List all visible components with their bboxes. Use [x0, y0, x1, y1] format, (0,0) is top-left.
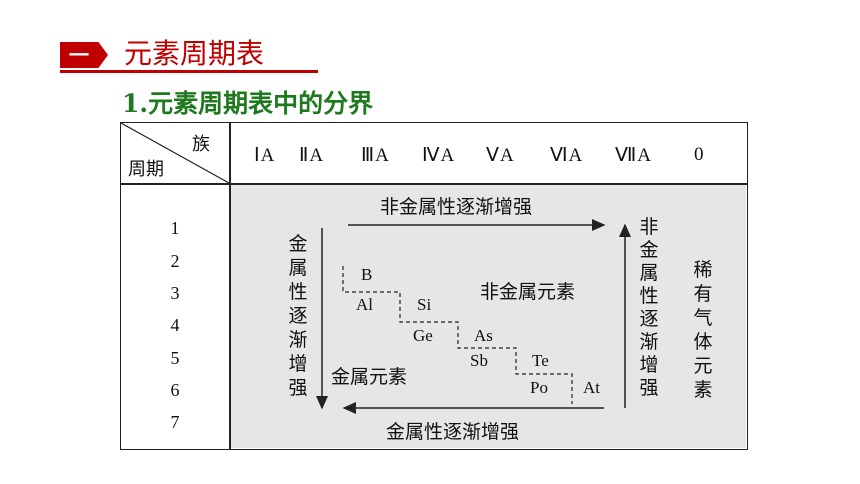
section-badge-text: 一: [69, 43, 89, 67]
corner-period-label: 周期: [128, 159, 164, 180]
group-header-7: ⅦA: [615, 145, 652, 166]
top-arrow-label: 非金属性逐渐增强: [380, 196, 533, 218]
bottom-arrow-label: 金属性逐渐增强: [386, 421, 520, 443]
title-underline: [60, 70, 318, 73]
group-header-5: ⅤA: [486, 145, 515, 166]
element-as: As: [474, 326, 493, 345]
section-badge: 一: [60, 42, 108, 68]
period-4: 4: [170, 315, 180, 335]
right-vertical-label: 非金属性逐渐增强: [639, 216, 659, 399]
element-b: B: [361, 265, 373, 284]
metal-nonmetal-boundary: [342, 266, 573, 404]
period-1: 1: [170, 218, 180, 238]
element-po: Po: [530, 378, 548, 397]
element-te: Te: [532, 351, 549, 370]
left-vertical-label: 金属性逐渐增强: [288, 233, 308, 399]
corner-diagonal: [120, 122, 230, 184]
period-7: 7: [170, 412, 180, 432]
group-header-6: ⅥA: [550, 145, 584, 166]
column-divider: [229, 122, 231, 450]
header-row-divider: [120, 183, 748, 185]
element-at: At: [583, 378, 600, 397]
group-header-3: ⅢA: [361, 145, 390, 166]
section-subtitle: 1.元素周期表中的分界: [122, 89, 374, 118]
noble-gas-label: 稀有气体元素: [693, 259, 713, 401]
group-header-4: ⅣA: [422, 145, 456, 166]
element-sb: Sb: [470, 351, 488, 370]
corner-group-label: 族: [192, 134, 210, 155]
group-header-2: ⅡA: [299, 145, 325, 166]
element-ge: Ge: [413, 326, 433, 345]
group-header-8: 0: [694, 144, 705, 165]
nonmetal-region-label: 非金属元素: [480, 281, 576, 303]
element-si: Si: [417, 295, 432, 314]
element-al: Al: [356, 295, 373, 314]
group-header-1: ⅠA: [254, 145, 276, 166]
period-2: 2: [170, 251, 180, 271]
period-3: 3: [170, 283, 180, 303]
metal-region-label: 金属元素: [331, 366, 408, 388]
page-title: 元素周期表: [124, 37, 265, 70]
period-5: 5: [170, 348, 180, 368]
period-6: 6: [170, 380, 180, 400]
periodic-table-frame: [120, 122, 748, 450]
